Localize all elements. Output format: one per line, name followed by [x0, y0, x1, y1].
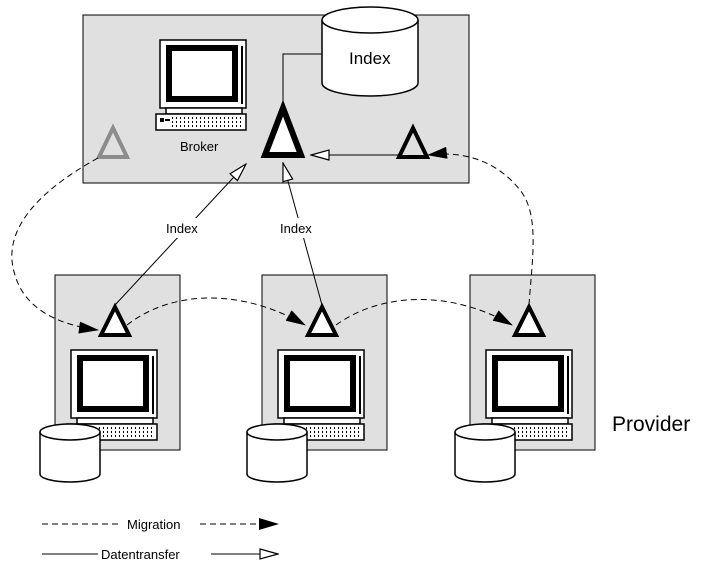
- index-label-bg-left: [162, 218, 210, 238]
- provider-agent-icon-3: [511, 302, 547, 337]
- index-link-label-middle: Index: [280, 221, 312, 236]
- index-label-bg-middle: [276, 218, 324, 238]
- migration-path-provider1-to-provider2: [126, 297, 306, 326]
- broker-label: Broker: [180, 139, 219, 154]
- provider-agent-icon-1: [97, 302, 133, 337]
- provider-label: Provider: [612, 413, 690, 436]
- agent-to-index-line: [282, 53, 322, 106]
- broker-main-agent-icon: [260, 99, 306, 158]
- legend-migration-label: Migration: [127, 517, 180, 532]
- index-database: [321, 6, 419, 97]
- provider-agent-icon-2: [304, 302, 340, 337]
- migration-path-broker-to-provider1: [11, 157, 99, 334]
- legend-datentransfer-label: Datentransfer: [101, 547, 180, 562]
- provider-database-3: [454, 423, 516, 483]
- provider-database-1: [39, 423, 101, 483]
- legend: Migration Datentransfer: [42, 517, 279, 562]
- inactive-agent-icon: [95, 123, 131, 159]
- index-link-label-left: Index: [166, 221, 198, 236]
- broker-workstation: [156, 40, 246, 130]
- migration-path-provider3-to-broker: [427, 146, 534, 306]
- provider-database-2: [246, 423, 308, 483]
- index-db-label: Index: [349, 49, 391, 68]
- migration-path-provider2-to-provider3: [335, 299, 513, 326]
- broker-agent-icon: [395, 123, 431, 159]
